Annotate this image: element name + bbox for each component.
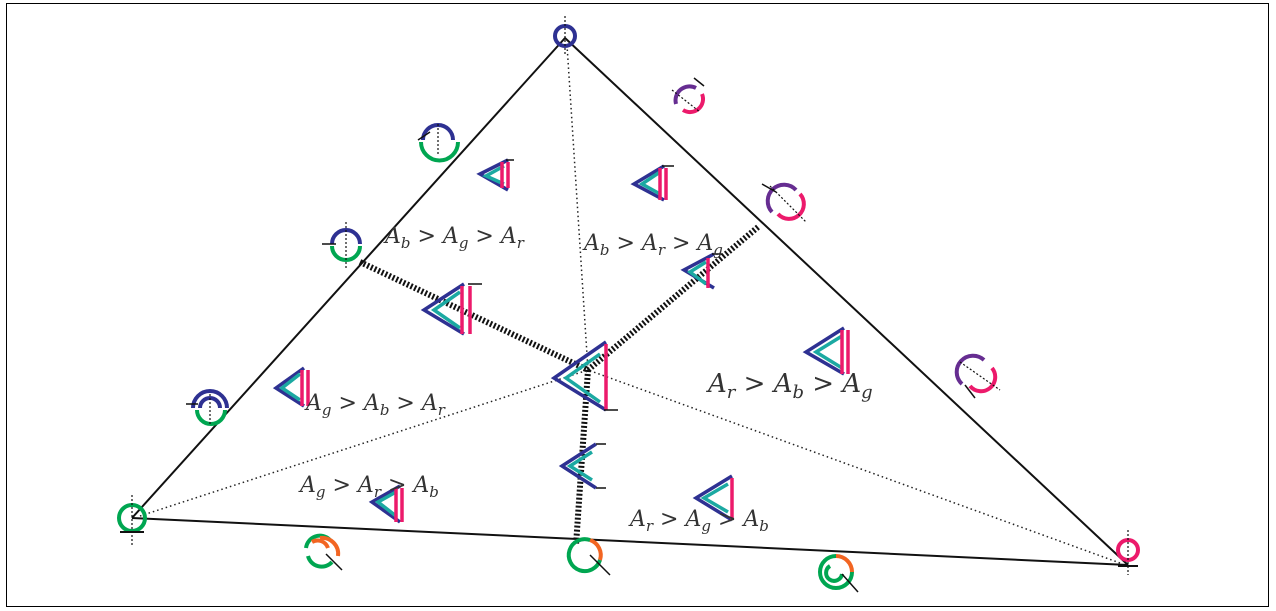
purple-red-arc-icon-3 [954, 353, 1001, 399]
triangle-glyph-icon-9 [692, 474, 734, 522]
blue-green-arc-icon-2 [322, 222, 362, 268]
triangle-edges [131, 37, 1129, 566]
boundary-left [358, 259, 590, 373]
median-lines [139, 44, 1121, 564]
triangle-glyph-icon-7 [272, 366, 310, 408]
median-left [139, 369, 589, 517]
triangle-glyph-icon-2 [630, 164, 674, 202]
median-top [566, 44, 589, 371]
purple-red-arc-icon-2 [761, 182, 807, 223]
triangle-glyph-icon-6 [550, 340, 618, 412]
blue-green-arc-icon-1 [417, 123, 460, 163]
region-label-grb: Ag > Ar > Ab [298, 473, 439, 501]
blue-green-arc-icon-3 [186, 389, 229, 426]
region-label-rgb: Ar > Ag > Ab [628, 507, 769, 535]
triangle-glyph-icon-8 [558, 442, 606, 490]
edge-right [564, 37, 1129, 566]
triangle-glyph-icon-10 [368, 484, 404, 524]
green-orange-arc-icon-1 [304, 533, 343, 571]
diagram-frame [6, 3, 1269, 607]
region-label-bgr: Ab > Ag > Ar [383, 224, 525, 252]
triangle-glyph-icon-5 [802, 326, 850, 376]
triangle-glyph-icon-3 [680, 252, 722, 290]
boundary-right [586, 224, 760, 373]
edge-left [131, 37, 566, 519]
region-label-rbg: Ar > Ab > Ag [706, 369, 873, 403]
edge-arc-icons [186, 77, 1001, 593]
triangle-glyphs [272, 158, 850, 524]
edge-bottom [131, 517, 1129, 566]
vertex-icons [117, 16, 1140, 575]
blue-circle-icon [553, 16, 577, 56]
green-orange-arc-icon-2 [566, 537, 611, 576]
region-labels: Ab > Ag > Ar Ab > Ar > Ag Ag > Ab > Ar A… [298, 224, 873, 535]
triangle-glyph-icon-1 [476, 158, 514, 192]
green-circle-icon [117, 495, 147, 545]
purple-red-arc-icon-1 [671, 77, 705, 114]
triangle-glyph-icon-4 [420, 282, 482, 336]
region-label-gbr: Ag > Ab > Ar [304, 391, 446, 419]
green-orange-arc-icon-3 [818, 554, 859, 593]
red-circle-icon [1116, 530, 1140, 575]
region-label-brg: Ab > Ar > Ag [582, 231, 723, 259]
